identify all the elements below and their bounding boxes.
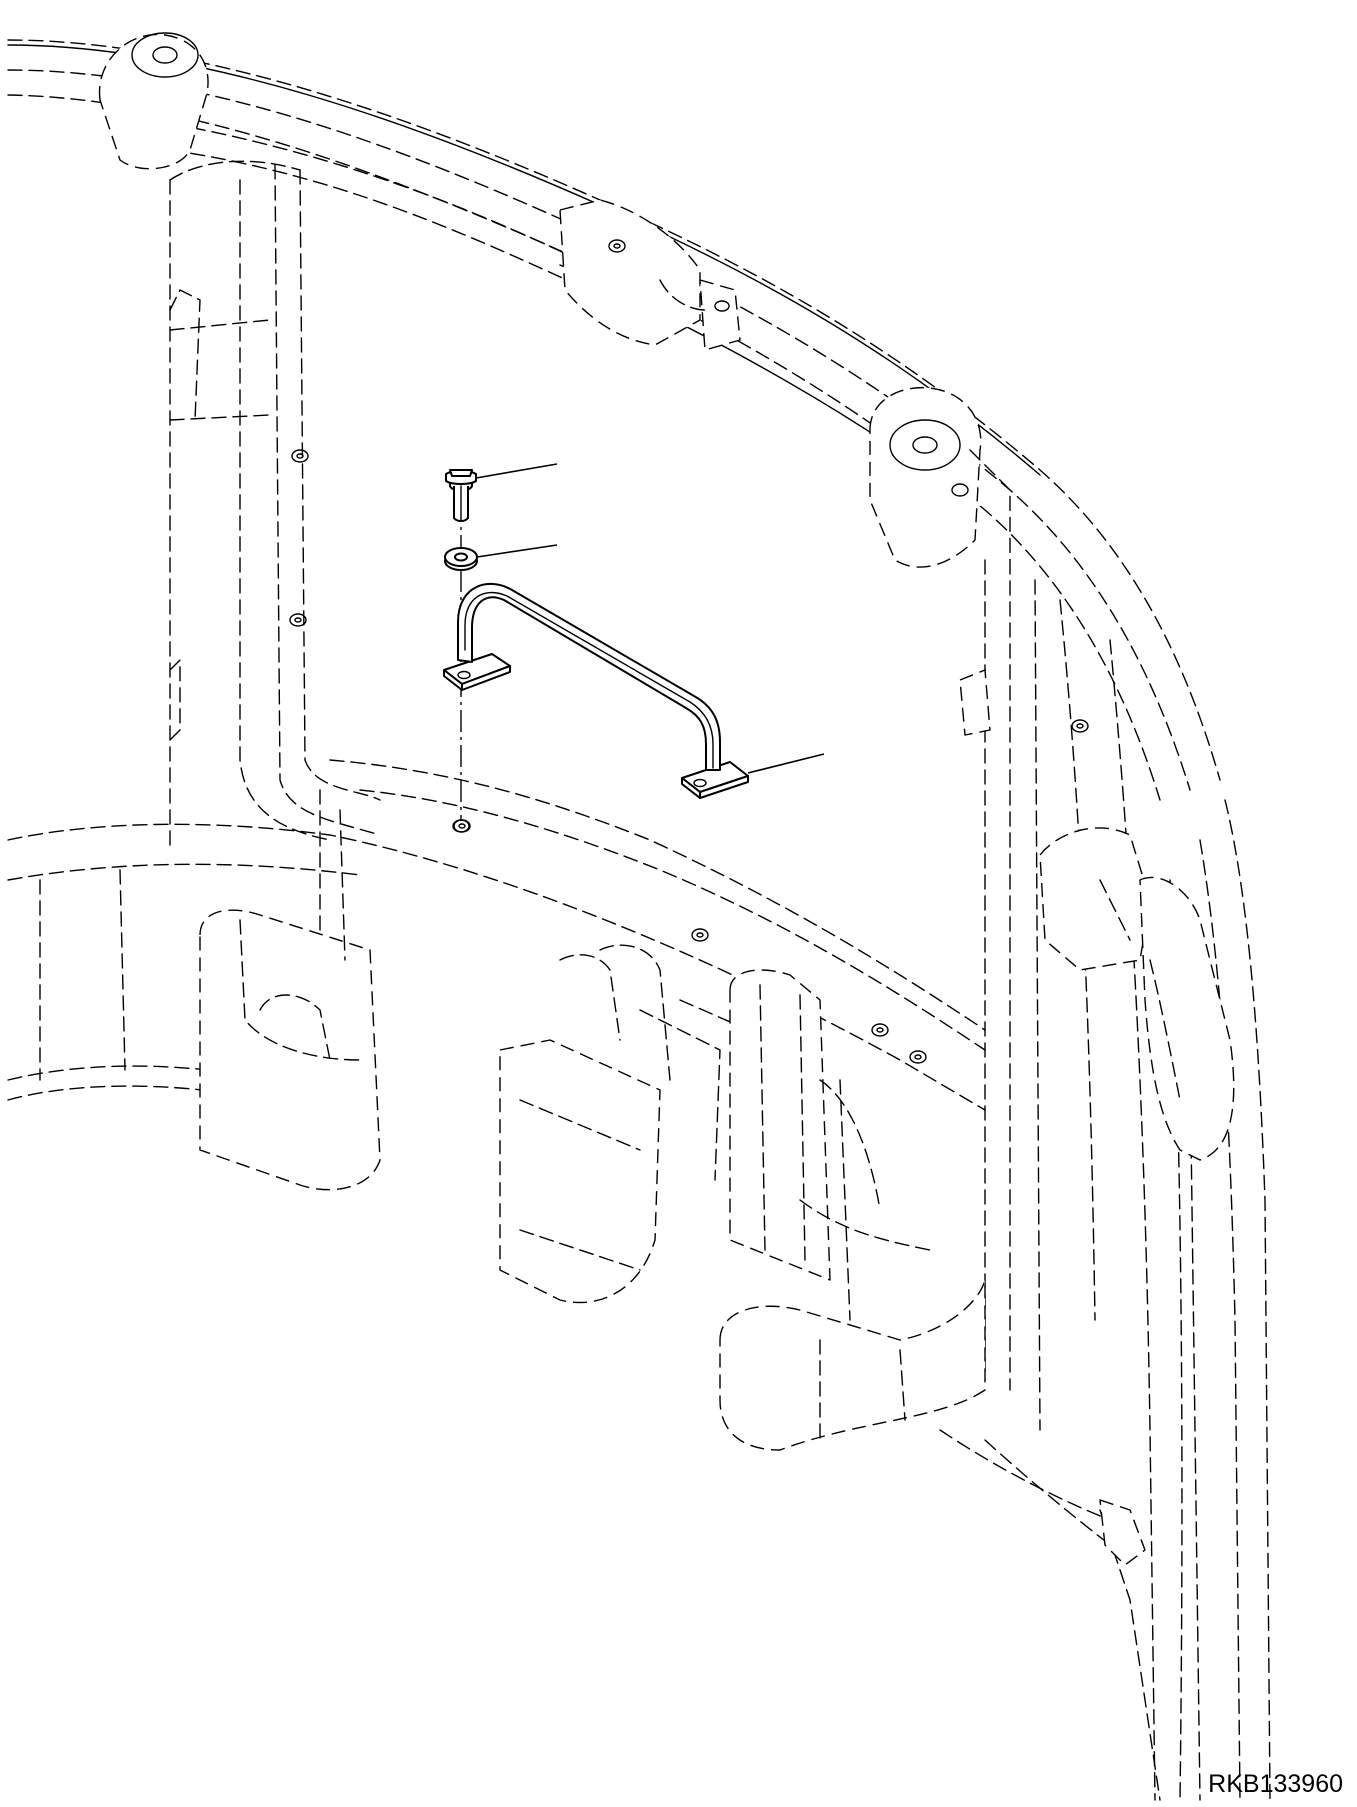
right-frame	[959, 559, 1271, 1801]
left-post	[169, 160, 381, 851]
top-middle-bracket	[559, 199, 741, 351]
leader-lines	[475, 463, 825, 774]
handrail-leader	[747, 753, 825, 774]
left-base-block	[199, 789, 381, 1191]
washer-leader	[476, 544, 558, 558]
top-rail	[7, 39, 1221, 801]
bolt-icon	[445, 469, 477, 522]
handrail-icon	[443, 582, 749, 799]
base-crossmember	[7, 759, 986, 1111]
bolt-leader	[475, 463, 558, 479]
mounting-hole	[452, 819, 470, 833]
top-left-knuckle	[98, 32, 209, 170]
washer-icon	[444, 547, 478, 571]
center-tall-block	[729, 969, 831, 1281]
right-knuckle	[869, 386, 1011, 568]
lower-right-tail	[939, 1429, 1161, 1801]
lower-right-block	[719, 1079, 986, 1451]
right-elbow	[1039, 827, 1235, 1161]
center-lower-block	[499, 944, 761, 1304]
figure-code: RKB133960	[1208, 1770, 1343, 1798]
